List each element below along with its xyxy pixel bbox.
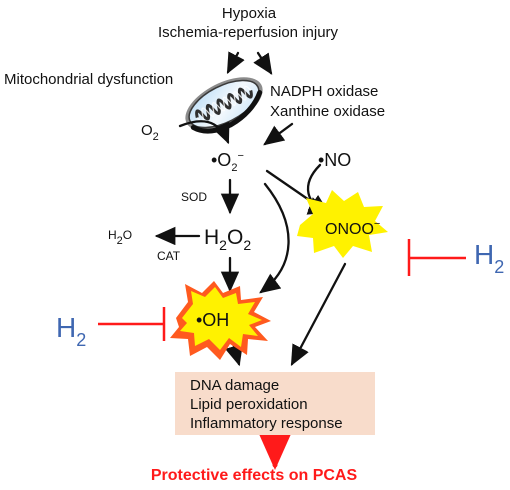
output-label: Protective effects on PCAS [150,467,358,484]
peroxynitrite-label: ONOO− [325,219,380,238]
superoxide-label: •O2− [211,150,244,174]
water-main: H [108,228,117,242]
mitochondrial-dysfunction-label: Mitochondrial dysfunction [4,71,174,88]
oxygen-to-superoxide-arrow [178,120,230,145]
hydrogen-peroxide-sub-one: 2 [219,237,227,253]
hydrogen-right-label: H2 [474,239,504,277]
hydroxyl-burst-icon [170,281,271,360]
mitochondrion-icon [185,77,263,134]
hydrogen-peroxide-mid: O [226,226,244,249]
nitric-oxide-label: •NO [318,150,352,170]
damage-line-dna: DNA damage [190,377,280,394]
peroxynitrite-main: ONOO [325,221,374,238]
water-suffix: O [122,228,133,242]
hydrogen-peroxide-label: H2O2 [204,226,251,252]
cat-label: CAT [157,249,181,263]
superoxide-prefix: •O [211,150,232,170]
damage-box [175,372,375,435]
oxidase-to-superoxide-arrow [263,122,294,146]
sod-label: SOD [181,190,208,204]
hydrogen-left-main: H [56,312,77,343]
hypoxia-to-mito-arrow [226,51,245,75]
peroxynitrite-burst-icon [297,190,388,258]
hydrogen-right-main: H [474,239,495,270]
ischemia-label: Ischemia-reperfusion injury [157,24,339,41]
hydroxyl-radical-label: •OH [196,310,230,330]
hydrogen-peroxide-main: H [204,226,220,249]
hydrogen-peroxide-sub-two: 2 [243,237,252,253]
water-label: H2O [108,228,133,247]
hypoxia-to-oxidase-arrow [253,51,273,75]
hydrogen-left-label: H2 [56,312,86,350]
hydrogen-right-subscript: 2 [494,257,505,277]
water-subscript: 2 [116,235,123,247]
onoo-to-damage-arrow [290,262,347,367]
oxygen-subscript: 2 [152,131,159,143]
damage-line-inflammatory: Inflammatory response [190,415,343,432]
inhibition-left [98,307,166,341]
hydrogen-left-subscript: 2 [76,330,87,350]
oxygen-main: O [141,122,153,139]
superoxide-subscript: 2 [231,162,238,174]
superoxide-charge: − [237,150,244,162]
oxygen-label: O2 [141,122,159,143]
peroxynitrite-charge: − [373,218,381,230]
damage-line-lipid: Lipid peroxidation [190,396,308,413]
inhibition-right [407,239,466,276]
nadph-oxidase-label: NADPH oxidase [270,83,379,100]
hypoxia-label: Hypoxia [221,5,277,22]
superoxide-to-oh-arrow [259,182,290,294]
xanthine-oxidase-label: Xanthine oxidase [270,103,386,120]
